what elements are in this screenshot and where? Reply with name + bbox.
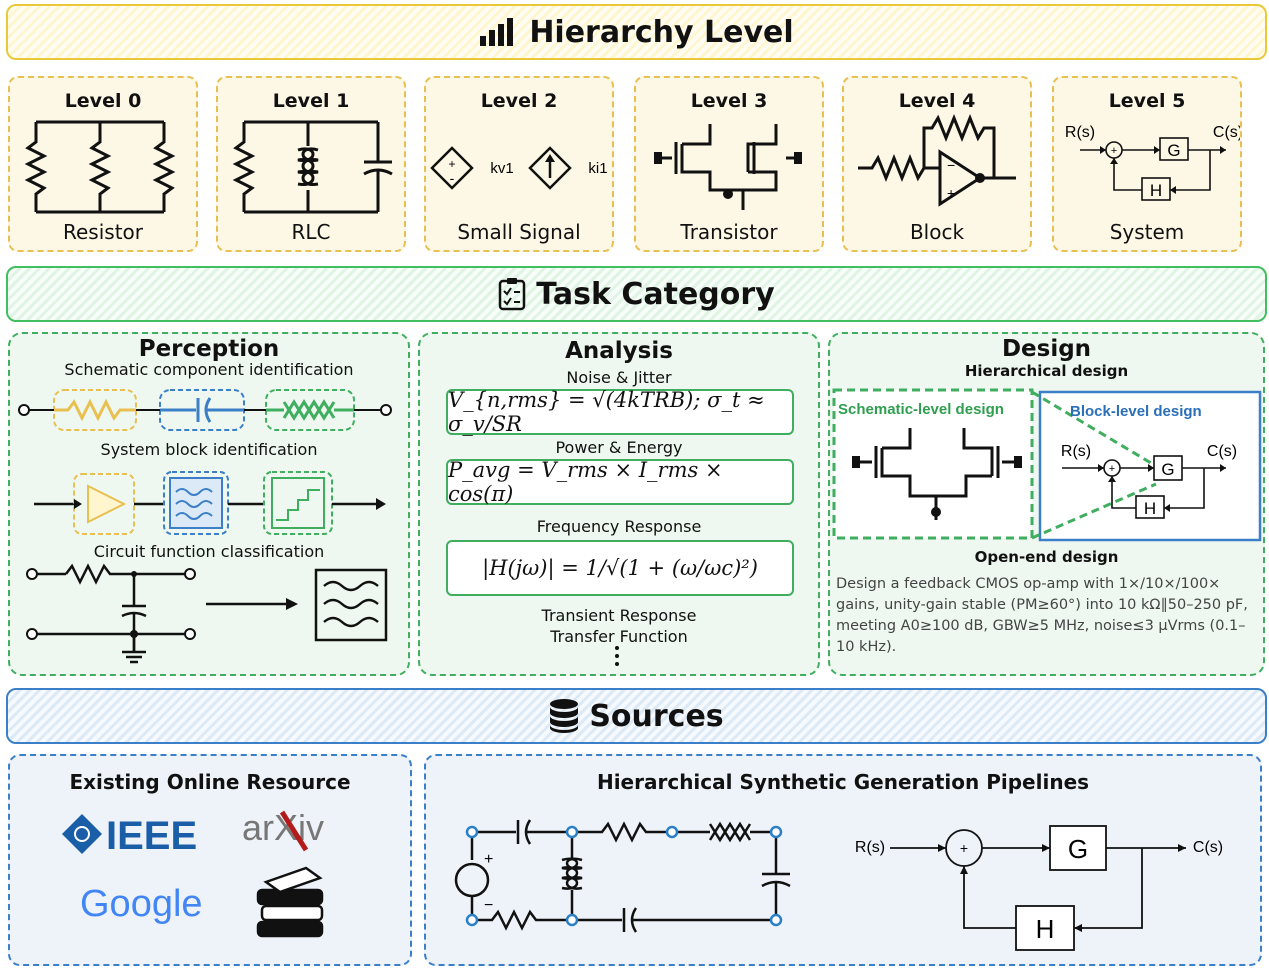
- level-name: Transistor: [680, 220, 778, 244]
- output-label: C(s): [1193, 839, 1223, 856]
- bar-chart-icon: [480, 18, 514, 46]
- analysis-item: Noise & Jitter: [566, 368, 672, 387]
- frequency-equation-text: |H(jω)| = 1/√(1 + (ω/ωc)²): [482, 556, 758, 580]
- power-equation: P_avg = V_rms × I_rms × cos(π): [446, 458, 794, 506]
- level-3-card: Level 3 Transistor: [634, 76, 824, 252]
- level-name: Resistor: [63, 220, 143, 244]
- h-label: H: [1144, 499, 1156, 518]
- analysis-panel: Analysis Noise & Jitter V_{n,rms} = √(4k…: [418, 332, 820, 676]
- analysis-title: Analysis: [565, 338, 673, 364]
- level-label: Level 1: [272, 90, 350, 112]
- g-label: G: [1068, 834, 1088, 864]
- svg-text:-: -: [450, 170, 455, 186]
- transistor-schematic: [654, 124, 802, 210]
- ki1-label: ki1: [588, 160, 607, 177]
- hierarchy-header: Hierarchy Level: [6, 4, 1267, 60]
- design-graphics: Schematic-level design Block-level desig…: [832, 388, 1262, 542]
- block-level-label: Block-level design: [1070, 403, 1202, 420]
- analysis-item: Power & Energy: [555, 438, 683, 457]
- g-label: G: [1167, 141, 1180, 160]
- ieee-text: IEEE: [106, 814, 197, 858]
- input-label: R(s): [1065, 124, 1095, 141]
- level-name: RLC: [291, 220, 331, 244]
- output-label: C(s): [1207, 443, 1237, 460]
- svg-text:+: +: [1109, 463, 1115, 475]
- level-4-card: Level 4 −+ Block: [842, 76, 1032, 252]
- svg-text:+: +: [484, 851, 493, 868]
- kv1-label: kv1: [490, 160, 513, 177]
- database-icon: [550, 699, 579, 733]
- g-label: G: [1161, 460, 1174, 479]
- level-label: Level 5: [1108, 90, 1186, 112]
- analysis-item: Transfer Function: [550, 627, 688, 646]
- small-signal-schematic: + - kv1 ki1: [430, 146, 608, 190]
- level-name: System: [1109, 220, 1185, 244]
- svg-text:+: +: [1111, 145, 1117, 157]
- svg-text:+: +: [947, 185, 955, 201]
- level-label: Level 0: [64, 90, 142, 112]
- arxiv-logo: arXiv: [242, 807, 324, 852]
- design-title: Design: [1001, 336, 1092, 362]
- level-0-card: Level 0 Resistor: [8, 76, 198, 252]
- online-resource-panel: Existing Online Resource IEEE arXiv Goog…: [8, 754, 412, 966]
- online-resource-logos: IEEE arXiv Google: [62, 807, 324, 938]
- svg-text:−: −: [484, 897, 493, 914]
- google-text: Google: [80, 883, 203, 925]
- perception-panel: Perception Schematic component identific…: [8, 332, 410, 676]
- rlc-schematic: [232, 120, 393, 214]
- clipboard-icon: [499, 278, 526, 311]
- ieee-logo: IEEE: [62, 814, 197, 858]
- power-equation-text: P_avg = V_rms × I_rms × cos(π): [448, 458, 723, 506]
- noise-equation: V_{n,rms} = √(4kTRB); σ_t ≈ σ_v/SR: [446, 388, 794, 436]
- perception-graphics: [18, 389, 392, 664]
- sources-header: Sources: [6, 688, 1267, 744]
- task-header: Task Category: [6, 266, 1267, 322]
- level-2-card: Level 2 + - kv1 ki1 Small Signal: [424, 76, 614, 252]
- synthetic-pipeline-panel: Hierarchical Synthetic Generation Pipeli…: [424, 754, 1262, 966]
- svg-text:−: −: [947, 157, 955, 173]
- resistor-schematic: [24, 120, 176, 214]
- task-title: Task Category: [536, 276, 775, 312]
- opamp-block-schematic: −+: [858, 113, 1016, 207]
- open-end-design-label: Open-end design: [974, 548, 1119, 566]
- synthetic-pipeline-graphics: + − + R(s) C(s) G H: [454, 819, 1223, 951]
- h-label: H: [1036, 914, 1055, 944]
- online-resource-title: Existing Online Resource: [69, 770, 351, 794]
- svg-text:+: +: [960, 840, 968, 856]
- analysis-item: Frequency Response: [536, 517, 702, 536]
- level-label: Level 3: [690, 90, 768, 112]
- level-label: Level 4: [898, 90, 976, 112]
- level-5-card: Level 5 + R(s) C(s) G H System: [1052, 76, 1242, 252]
- output-label: C(s): [1213, 124, 1240, 141]
- perception-title: Perception: [138, 336, 280, 362]
- analysis-item: Transient Response: [541, 606, 697, 625]
- open-end-description: Design a feedback CMOS op-amp with 1×/10…: [836, 576, 1248, 655]
- system-block-diagram: + R(s) C(s) G H: [1065, 124, 1240, 201]
- input-label: R(s): [855, 839, 885, 856]
- svg-text:+: +: [448, 157, 455, 171]
- input-label: R(s): [1061, 443, 1091, 460]
- level-1-card: Level 1 RLC: [216, 76, 406, 252]
- hierarchy-title: Hierarchy Level: [529, 14, 794, 50]
- noise-equation-text: V_{n,rms} = √(4kTRB); σ_t ≈ σ_v/SR: [448, 388, 765, 436]
- sources-title: Sources: [589, 698, 724, 734]
- h-label: H: [1150, 181, 1162, 200]
- ellipsis-icon: [615, 646, 619, 666]
- level-name: Block: [909, 220, 965, 244]
- perception-item: System block identification: [100, 440, 318, 459]
- google-logo: Google: [80, 883, 203, 925]
- frequency-equation: |H(jω)| = 1/√(1 + (ω/ωc)²): [446, 540, 794, 596]
- books-icon: [256, 866, 324, 938]
- level-name: Small Signal: [457, 220, 581, 244]
- hierarchical-design-label: Hierarchical design: [964, 362, 1129, 380]
- perception-item: Schematic component identification: [64, 360, 354, 379]
- schematic-level-label: Schematic-level design: [838, 401, 1004, 418]
- design-panel: Design Hierarchical design Schematic-lev…: [828, 332, 1265, 676]
- synthetic-pipeline-title: Hierarchical Synthetic Generation Pipeli…: [596, 770, 1090, 794]
- level-label: Level 2: [480, 90, 558, 112]
- perception-item: Circuit function classification: [93, 542, 325, 561]
